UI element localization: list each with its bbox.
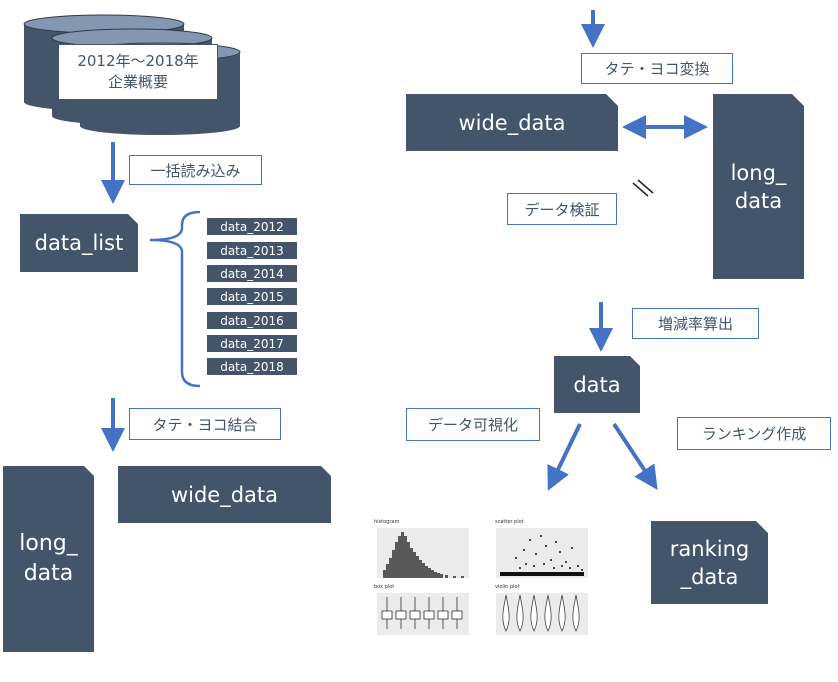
arrow-to-plots — [547, 423, 582, 491]
file-chip: data_2015 — [207, 288, 297, 305]
data-list-box: data_list — [20, 214, 138, 272]
label-merge: タテ・ヨコ結合 — [129, 408, 281, 440]
file-list-brace — [149, 210, 201, 388]
file-chip: data_2017 — [207, 335, 297, 352]
long-data-label-line1: long_ — [19, 531, 78, 556]
scatter-title: scatter plot — [495, 519, 524, 525]
file-chip: data_2016 — [207, 312, 297, 329]
file-chip-label: data_2014 — [220, 266, 284, 281]
violin-shapes — [502, 594, 580, 632]
histogram-bars — [383, 532, 464, 578]
label-verify: データ検証 — [507, 193, 617, 225]
ranking-data-label-line1: ranking — [669, 536, 750, 561]
file-chip-label: data_2013 — [220, 243, 284, 258]
histogram-title: histogram — [374, 519, 400, 525]
data-box: data — [554, 356, 640, 413]
wide-data-box-left: wide_data — [118, 466, 331, 523]
file-chip-label: data_2015 — [220, 289, 284, 304]
file-chip: data_2013 — [207, 242, 297, 259]
wide-data-box-right: wide_data — [406, 94, 618, 151]
database-label-line1: 2012年～2018年 — [77, 52, 199, 70]
histogram-panel — [377, 528, 469, 578]
equal-line-2 — [637, 179, 654, 194]
database-label-line2: 企業概要 — [107, 73, 168, 91]
file-chip-label: data_2018 — [220, 359, 284, 374]
label-bulk-load: 一括読み込み — [129, 155, 262, 185]
boxplot-panel — [377, 593, 469, 635]
equal-line-1 — [632, 182, 649, 197]
file-chip-label: data_2012 — [220, 219, 284, 234]
file-chip-label: data_2017 — [220, 336, 284, 351]
long-data-box-left: long_ data — [3, 466, 94, 652]
long-data-label-line2: data — [23, 561, 74, 586]
ranking-data-label-line2: _data — [680, 564, 739, 589]
scatter-points — [500, 535, 584, 576]
file-chip-label: data_2016 — [220, 313, 284, 328]
violin-panel — [496, 593, 588, 635]
ranking-data-box: ranking _data — [651, 521, 768, 604]
long-data-label-line2: data — [734, 188, 783, 213]
label-rate-calc: 増減率算出 — [632, 308, 759, 339]
file-chip: data_2014 — [207, 265, 297, 282]
wide-data-label: wide_data — [170, 482, 279, 507]
violin-title: violin plot — [495, 584, 520, 590]
long-data-box-right: long_ data — [713, 94, 804, 279]
file-chip: data_2018 — [207, 358, 297, 375]
long-data-label-line1: long_ — [730, 160, 787, 185]
database-label: 2012年～2018年 企業概要 — [58, 44, 218, 100]
arrow-to-ranking — [612, 422, 658, 491]
plot-thumbnails: histogram scatter plot — [364, 518, 594, 640]
label-visualize: データ可視化 — [406, 408, 540, 441]
data-list-label: data_list — [34, 231, 124, 255]
label-transform: タテ・ヨコ変換 — [581, 53, 733, 84]
boxplot-boxes — [381, 597, 463, 629]
data-label: data — [573, 372, 621, 397]
file-chip: data_2012 — [207, 218, 297, 235]
label-ranking: ランキング作成 — [677, 417, 831, 450]
boxplot-title: box plot — [374, 584, 395, 590]
scatter-panel — [496, 528, 588, 578]
wide-data-label: wide_data — [458, 110, 566, 135]
